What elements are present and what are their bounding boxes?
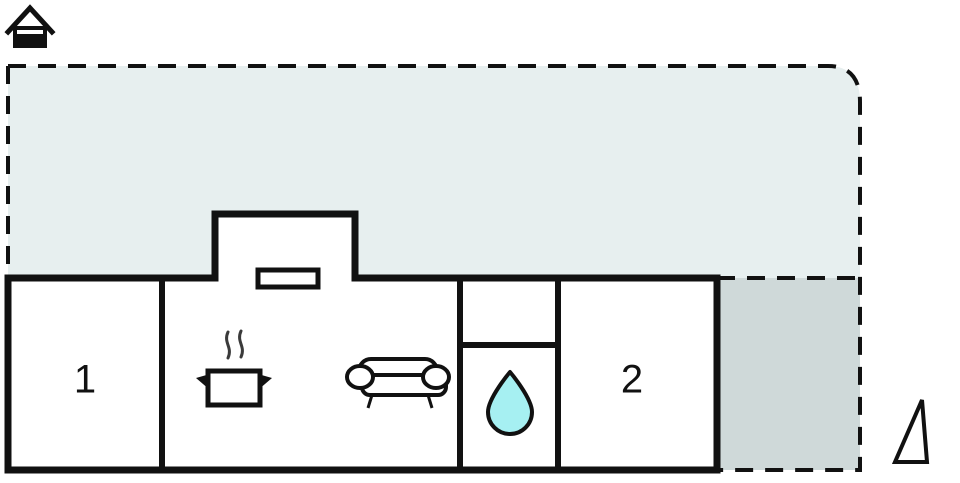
building-outline bbox=[4, 210, 721, 474]
room-1-number: 1 bbox=[74, 358, 96, 402]
water-drop-icon bbox=[486, 370, 534, 436]
north-arrow-icon bbox=[891, 399, 930, 464]
sofa-icon bbox=[345, 357, 451, 409]
entrance-door bbox=[255, 267, 321, 290]
room-2-number: 2 bbox=[621, 358, 643, 402]
terrace-area bbox=[717, 278, 860, 470]
house-icon bbox=[4, 4, 56, 48]
plot-boundary bbox=[8, 64, 862, 472]
cooking-pot-icon bbox=[196, 329, 272, 408]
garden-area bbox=[8, 66, 860, 278]
